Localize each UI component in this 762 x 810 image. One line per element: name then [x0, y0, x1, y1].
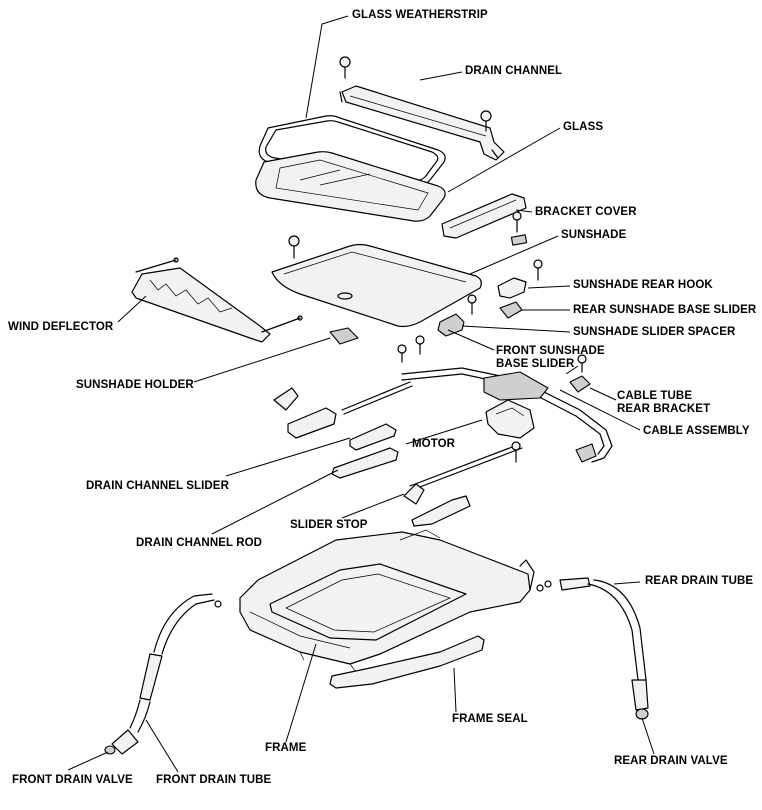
drain-channel-slider-part: [273, 387, 397, 451]
screw-icon: [397, 344, 407, 363]
screw-icon: [339, 56, 351, 79]
rear-drain-tube-part: [536, 577, 649, 720]
label-front-sunshade-base-slider-line1: FRONT SUNSHADE: [496, 345, 605, 357]
label-rear-sunshade-base-slider: REAR SUNSHADE BASE SLIDER: [573, 304, 757, 316]
label-motor: MOTOR: [412, 438, 456, 450]
screw-icon: [415, 335, 425, 355]
cable-assembly-part: [341, 367, 613, 491]
rear-sunshade-base-slider-part: [499, 301, 523, 319]
frame-part: [239, 529, 535, 673]
label-drain-channel: DRAIN CHANNEL: [465, 65, 563, 77]
label-cable-tube-rear-bracket-line2: REAR BRACKET: [617, 403, 711, 415]
label-drain-channel-rod: DRAIN CHANNEL ROD: [136, 537, 263, 549]
label-front-drain-valve: FRONT DRAIN VALVE: [12, 774, 133, 786]
screw-icon: [480, 110, 492, 132]
leader-lines: [67, 15, 655, 773]
sunshade-part: [271, 235, 482, 328]
drain-channel-part: [339, 85, 505, 161]
label-frame: FRAME: [265, 742, 307, 754]
label-sunshade: SUNSHADE: [561, 229, 627, 241]
label-rear-drain-valve: REAR DRAIN VALVE: [614, 755, 728, 767]
slider-stop-part: [403, 483, 471, 527]
label-sunshade-rear-hook: SUNSHADE REAR HOOK: [573, 279, 713, 291]
front-drain-tube-part: [104, 593, 222, 755]
label-sunshade-slider-spacer: SUNSHADE SLIDER SPACER: [573, 326, 736, 338]
drain-channel-rod-part: [331, 447, 399, 479]
label-wind-deflector: WIND DEFLECTOR: [8, 321, 114, 333]
label-bracket-cover: BRACKET COVER: [535, 206, 637, 218]
glass-part: [255, 151, 446, 222]
label-sunshade-holder: SUNSHADE HOLDER: [76, 379, 194, 391]
glass-weatherstrip-part: [258, 115, 446, 187]
wind-deflector-part: [131, 257, 303, 343]
label-cable-assembly: CABLE ASSEMBLY: [643, 425, 750, 437]
label-glass-weatherstrip: GLASS WEATHERSTRIP: [352, 9, 488, 21]
sunshade-slider-spacer-part: [437, 294, 477, 337]
sunshade-holder-part: [329, 327, 359, 345]
motor-part: [485, 399, 535, 463]
bracket-cover-part: [441, 193, 528, 246]
label-rear-drain-tube: REAR DRAIN TUBE: [645, 575, 754, 587]
label-front-drain-tube: FRONT DRAIN TUBE: [156, 774, 272, 786]
label-glass: GLASS: [563, 121, 604, 133]
label-slider-stop: SLIDER STOP: [290, 519, 368, 531]
label-cable-tube-rear-bracket-line1: CABLE TUBE: [617, 390, 693, 402]
label-drain-channel-slider: DRAIN CHANNEL SLIDER: [86, 480, 229, 492]
cable-tube-rear-bracket-part: [569, 354, 591, 393]
label-frame-seal: FRAME SEAL: [452, 713, 528, 725]
frame-seal-part: [329, 635, 485, 689]
label-front-sunshade-base-slider-line2: BASE SLIDER: [496, 358, 575, 370]
sunshade-rear-hook-part: [497, 259, 543, 299]
